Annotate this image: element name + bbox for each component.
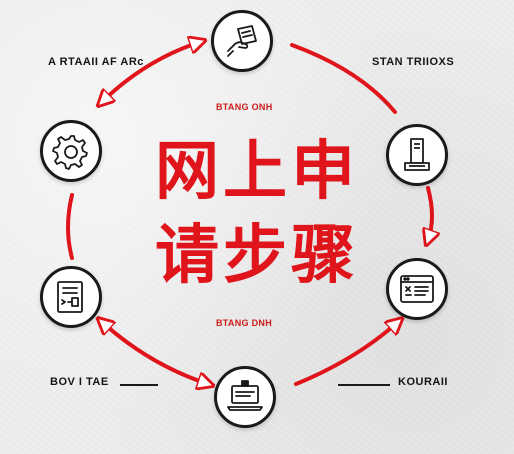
- arrow-left: [66, 193, 74, 260]
- step-node-left-top: [40, 120, 102, 182]
- step-node-bottom: [214, 366, 276, 428]
- label-top-left: A RTAAII AF ARc: [48, 56, 144, 68]
- gear-settings-icon: [52, 135, 88, 170]
- leader-line-bottom-right: [338, 384, 390, 386]
- subtitle-bottom: BTANG DNH: [216, 318, 273, 328]
- printer-device-icon: [404, 138, 430, 171]
- label-top-right: STAN TRIIOXS: [372, 56, 455, 68]
- title-line-1: 网上申: [155, 135, 359, 209]
- arrow-top-left: [102, 42, 200, 102]
- arrow-bottom-right: [294, 322, 398, 386]
- title-line-2: 请步骤: [155, 219, 359, 293]
- arrow-bottom-left: [102, 322, 208, 384]
- step-node-right-bottom: [386, 258, 448, 320]
- subtitle-top: BTANG ONH: [216, 102, 273, 112]
- browser-form-icon: [400, 275, 434, 303]
- laptop-screen-icon: [227, 380, 263, 411]
- arrow-top-right: [290, 43, 397, 114]
- step-node-right-top: [386, 124, 448, 186]
- leader-line-bottom-left: [120, 384, 158, 386]
- label-bottom-right: KOURAII: [398, 376, 448, 388]
- label-bottom-left: BOV I TAE: [50, 376, 109, 388]
- step-node-top: [211, 10, 273, 72]
- document-form-icon: [57, 281, 83, 313]
- hand-document-icon: [227, 25, 257, 57]
- step-node-left-bottom: [40, 266, 102, 328]
- arrow-right: [428, 186, 432, 240]
